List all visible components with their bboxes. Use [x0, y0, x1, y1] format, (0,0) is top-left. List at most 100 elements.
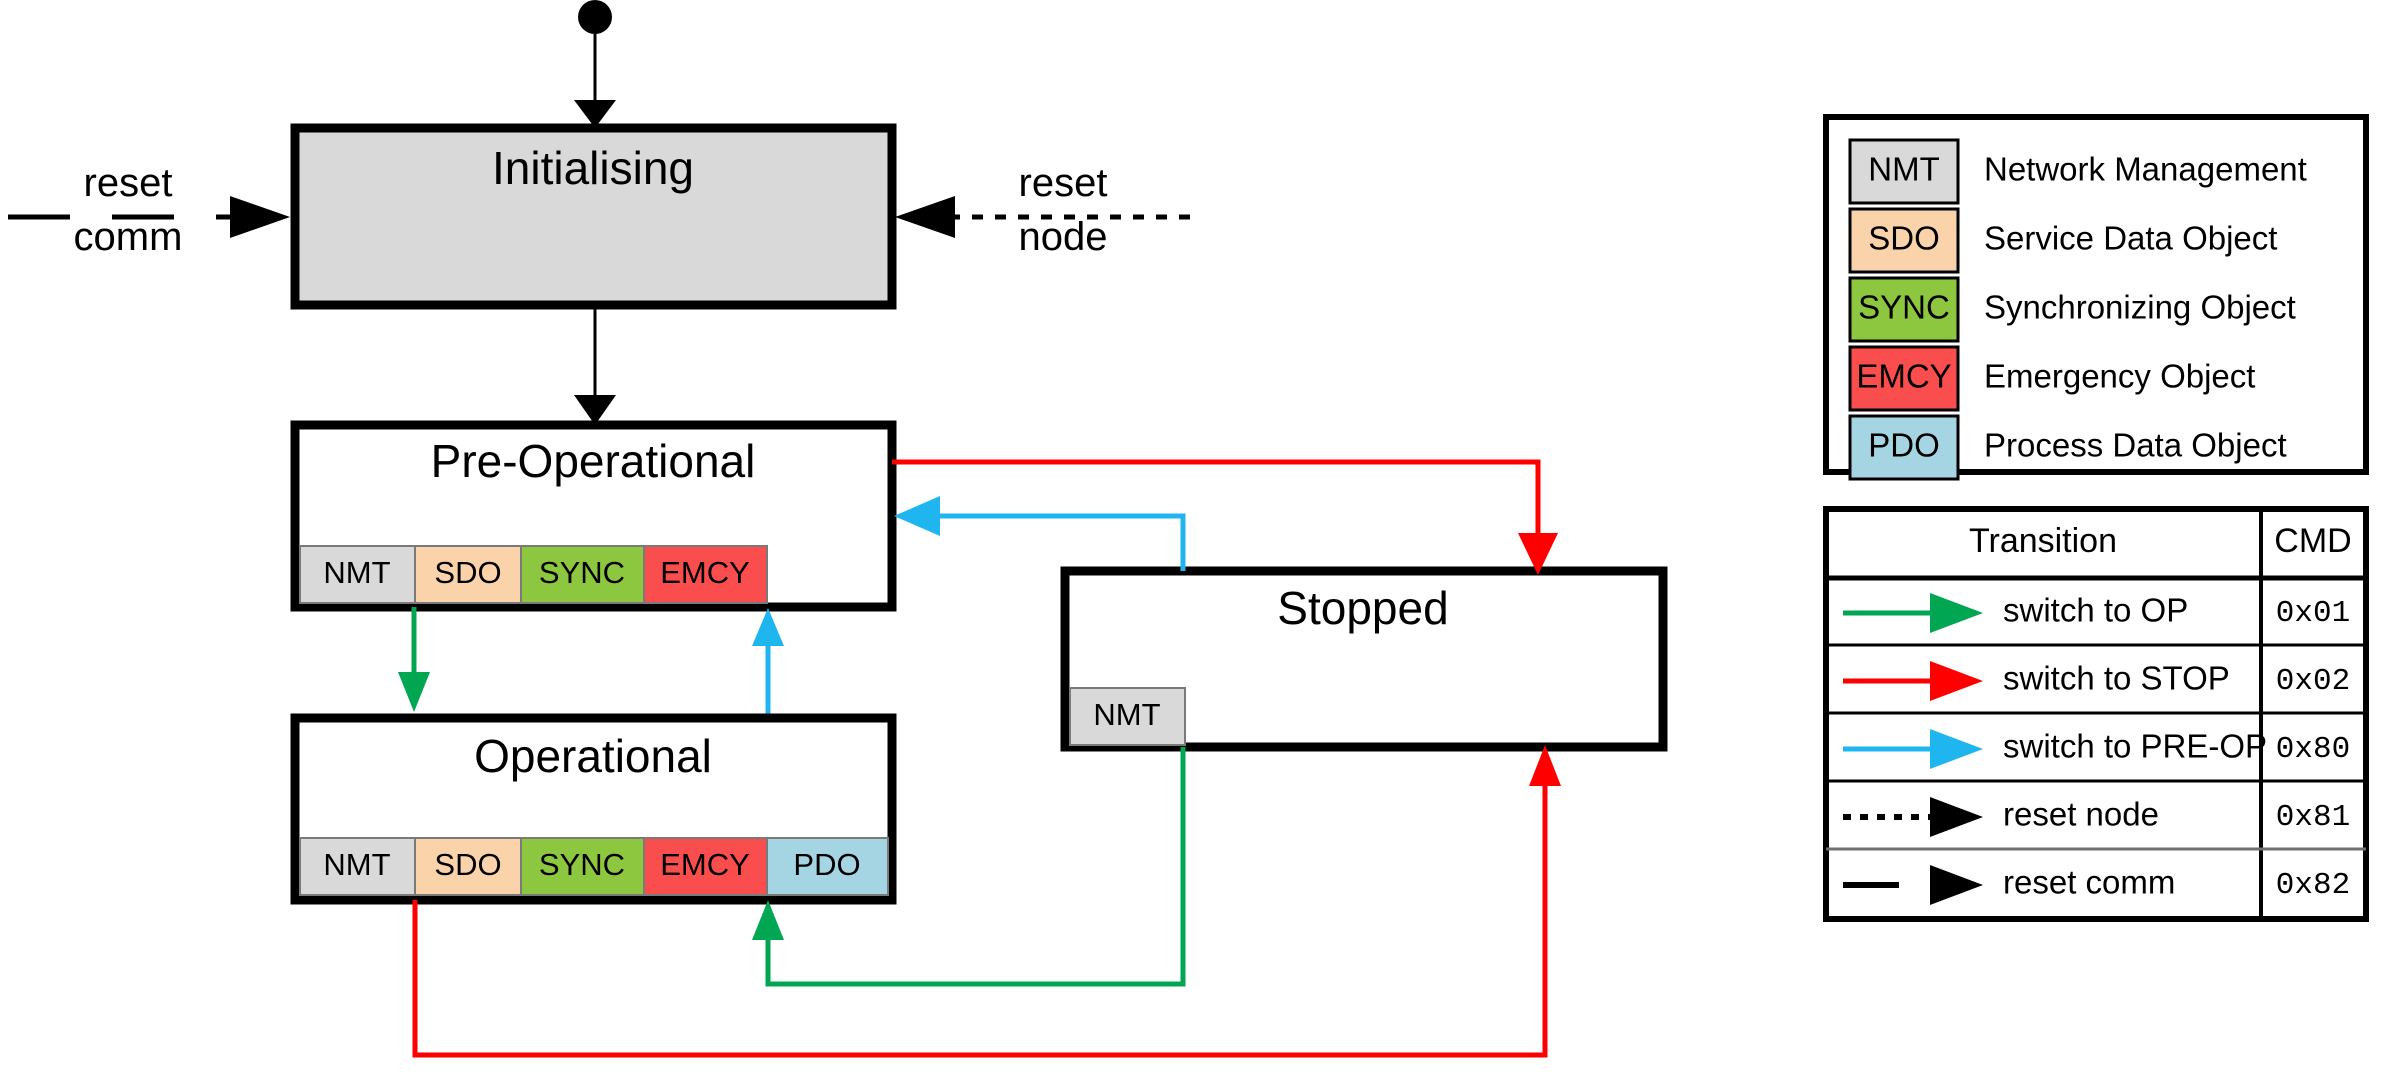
- service-badge-nmt-label: NMT: [323, 555, 390, 590]
- stopped-to-preop-line: [930, 513, 1186, 571]
- transition-preop-to-stopped: [892, 459, 1558, 575]
- preop-to-stopped-line: [892, 459, 1541, 540]
- service-badge-emcy-label: EMCY: [660, 847, 750, 882]
- transition-preop-to-op: [398, 607, 430, 712]
- emcy-code: EMCY: [1856, 358, 1951, 395]
- service-badge-sync-label: SYNC: [539, 847, 625, 882]
- state-stopped[interactable]: Stopped NMT: [1060, 566, 1668, 752]
- state-stopped-label: Stopped: [1277, 582, 1448, 634]
- transition-table-row: switch to STOP 0x02: [1826, 660, 2366, 715]
- reset-comm-label-line2: comm: [74, 215, 183, 259]
- emcy-swatch: [1848, 345, 1960, 412]
- service-legend-row-emcy: EMCY Emergency Object: [1848, 345, 2255, 412]
- switch-to-stop-arrow-head: [1930, 661, 1983, 701]
- service-badge-nmt: [299, 837, 416, 896]
- service-badge-nmt: [1069, 687, 1186, 746]
- state-pre-operational-services: NMT SDO SYNC EMCY: [299, 545, 768, 604]
- transition-table-panel: Transition CMD switch to OP 0x01 switch …: [1823, 506, 2369, 922]
- reset-node-arrow-head: [1930, 797, 1983, 837]
- preop-to-op-arrowhead: [398, 672, 430, 712]
- service-legend-panel: NMT Network Management SDO Service Data …: [1823, 114, 2369, 481]
- reset-node-arrowhead: [895, 196, 955, 238]
- service-badge-pdo: [766, 837, 889, 896]
- transition-table-row: reset node 0x81: [1826, 796, 2366, 851]
- transition-table-header-transition: Transition: [1969, 522, 2117, 560]
- transition-reset-comm: reset comm: [8, 161, 290, 259]
- transition-cmd: 0x82: [2276, 868, 2350, 903]
- sdo-swatch: [1848, 207, 1960, 274]
- init-to-preop-arrowhead: [574, 395, 616, 425]
- service-legend-row-nmt: NMT Network Management: [1848, 138, 2307, 205]
- service-badge-sdo: [414, 837, 522, 896]
- state-initialising-box[interactable]: [290, 123, 897, 310]
- transition-label: switch to OP: [2003, 592, 2188, 629]
- op-to-stopped-line: [412, 780, 1548, 1058]
- reset-node-label-line1: reset: [1019, 161, 1108, 205]
- transition-cmd: 0x81: [2276, 800, 2350, 835]
- transition-cmd: 0x80: [2276, 732, 2350, 767]
- op-to-stopped-arrowhead: [1529, 745, 1561, 786]
- state-pre-operational-box[interactable]: [290, 420, 897, 612]
- service-badge-sdo-label: SDO: [434, 847, 501, 882]
- state-operational-label: Operational: [474, 730, 712, 782]
- pdo-code: PDO: [1868, 427, 1940, 464]
- service-badge-sdo-label: SDO: [434, 555, 501, 590]
- nmt-swatch: [1848, 138, 1960, 205]
- service-badge-emcy: [643, 545, 768, 604]
- nmt-desc: Network Management: [1984, 151, 2307, 188]
- stopped-to-preop-arrowhead: [894, 496, 940, 536]
- transition-op-to-stopped: [412, 745, 1561, 1058]
- sync-code: SYNC: [1858, 289, 1950, 326]
- transition-table-row: switch to OP 0x01: [1826, 592, 2366, 647]
- transition-cmd: 0x01: [2276, 596, 2350, 631]
- initial-state-dot: [578, 0, 612, 34]
- preop-to-stopped-arrowhead: [1518, 533, 1558, 575]
- transition-table-header-cmd: CMD: [2274, 522, 2351, 560]
- pdo-desc: Process Data Object: [1984, 427, 2287, 464]
- transition-table-row: reset comm 0x82: [1843, 864, 2350, 905]
- stopped-to-op-line: [765, 747, 1186, 987]
- state-pre-operational-label: Pre-Operational: [431, 435, 756, 487]
- transition-stopped-to-preop: [894, 496, 1186, 571]
- transition-table-row: switch to PRE-OP 0x80: [1826, 728, 2366, 783]
- state-pre-operational[interactable]: Pre-Operational NMT SDO SYNC EMCY: [290, 420, 897, 612]
- service-badge-emcy: [643, 837, 768, 896]
- initial-transition-arrowhead: [574, 100, 616, 128]
- switch-to-op-arrow-head: [1930, 593, 1983, 633]
- sdo-desc: Service Data Object: [1984, 220, 2277, 257]
- sync-swatch: [1848, 276, 1960, 343]
- state-operational-services: NMT SDO SYNC EMCY PDO: [299, 837, 889, 896]
- emcy-desc: Emergency Object: [1984, 358, 2255, 395]
- service-badge-nmt-label: NMT: [323, 847, 390, 882]
- switch-to-preop-arrow-head: [1930, 729, 1983, 769]
- service-legend-row-sdo: SDO Service Data Object: [1848, 207, 2277, 274]
- sdo-code: SDO: [1868, 220, 1940, 257]
- transition-label: switch to STOP: [2003, 660, 2230, 697]
- transition-init-to-preop: [574, 305, 616, 425]
- transition-op-to-preop: [752, 608, 784, 718]
- service-badge-sync-label: SYNC: [539, 555, 625, 590]
- state-initialising-label: Initialising: [492, 142, 694, 194]
- transition-label: reset node: [2003, 796, 2159, 833]
- service-badge-nmt-label: NMT: [1093, 697, 1160, 732]
- service-badge-sync: [520, 837, 645, 896]
- nmt-code: NMT: [1868, 151, 1939, 188]
- state-initialising[interactable]: Initialising: [290, 123, 897, 310]
- reset-comm-arrowhead: [230, 196, 290, 238]
- service-legend-row-pdo: PDO Process Data Object: [1848, 414, 2287, 481]
- state-operational[interactable]: Operational NMT SDO SYNC EMCY PDO: [290, 713, 897, 905]
- initial-state-marker: [574, 0, 616, 128]
- pdo-swatch: [1848, 414, 1960, 481]
- transition-reset-node: reset node: [895, 161, 1190, 259]
- reset-comm-label-line1: reset: [84, 161, 173, 205]
- stopped-to-op-arrowhead: [752, 900, 784, 940]
- service-badge-emcy-label: EMCY: [660, 555, 750, 590]
- transition-label: reset comm: [2003, 864, 2175, 901]
- transition-stopped-to-op: [752, 747, 1186, 987]
- op-to-preop-arrowhead: [752, 608, 784, 646]
- state-stopped-services: NMT: [1069, 687, 1186, 746]
- service-badge-pdo-label: PDO: [793, 847, 860, 882]
- sync-desc: Synchronizing Object: [1984, 289, 2296, 326]
- service-legend-row-sync: SYNC Synchronizing Object: [1848, 276, 2296, 343]
